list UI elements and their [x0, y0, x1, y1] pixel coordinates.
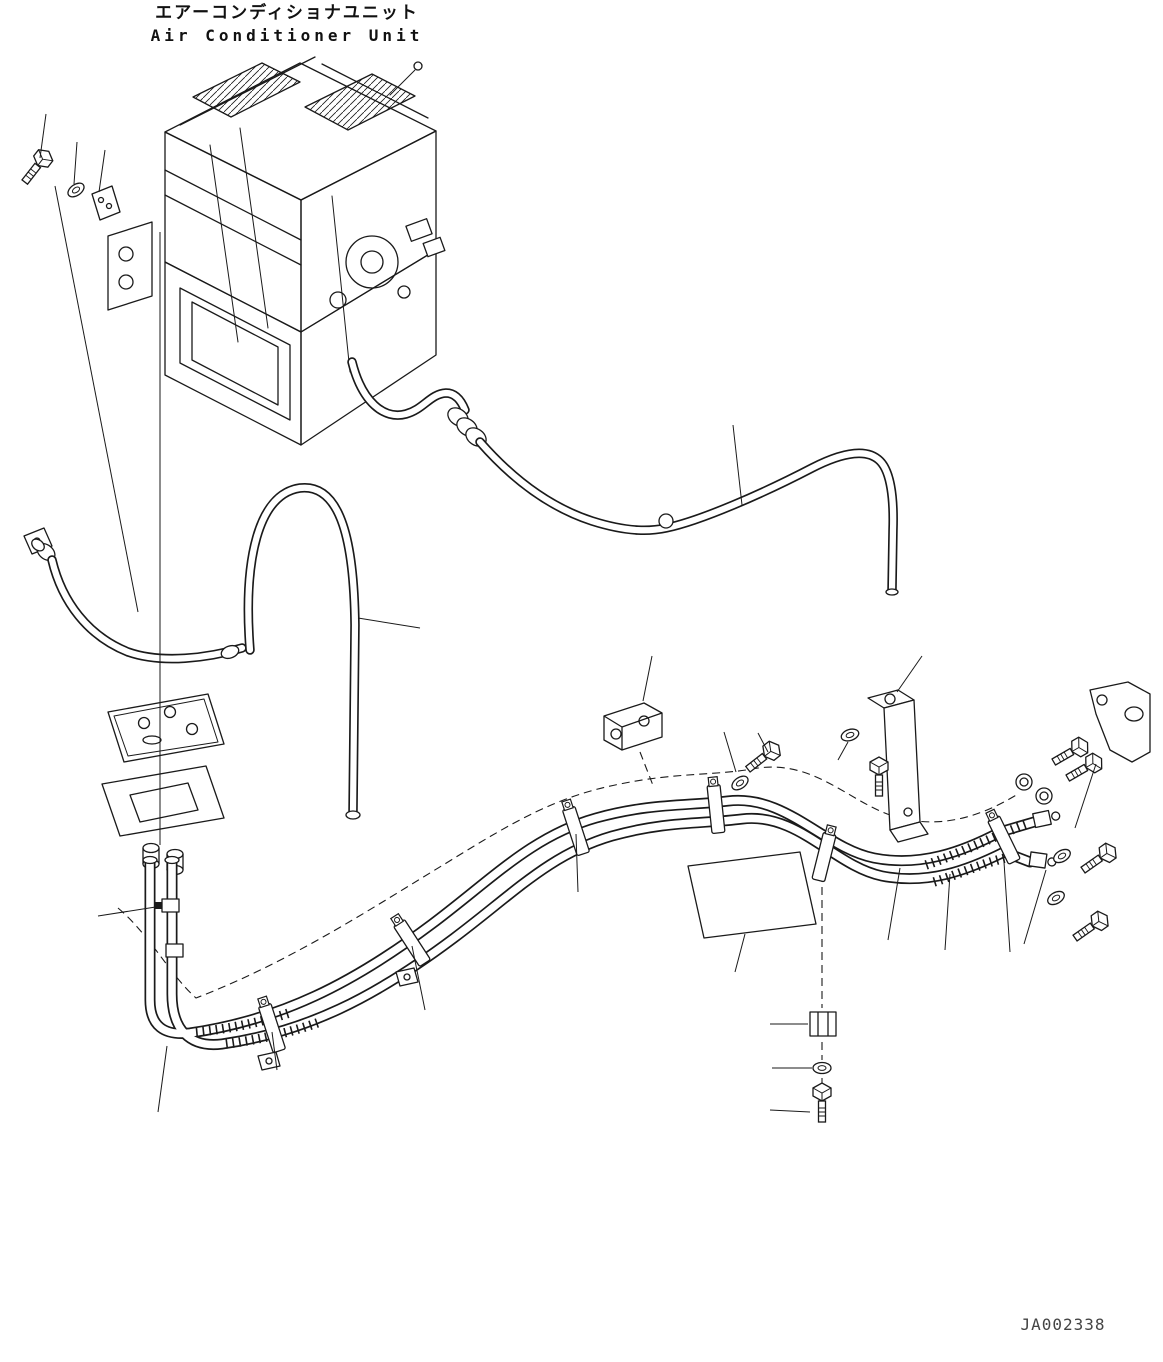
center-bracket [603, 702, 663, 751]
pipe-end-fitting-lower [1028, 851, 1057, 869]
hose-hanger-ring [658, 513, 674, 529]
mounting-plate-small [91, 185, 121, 221]
pipe-lower [166, 812, 1036, 1051]
tall-heater-hose [243, 483, 360, 817]
pipe-fitting [161, 898, 180, 913]
gasket [101, 765, 225, 837]
unit-outlet-hose [347, 357, 470, 420]
pipe-end-fitting-upper [1032, 809, 1061, 829]
pipe-assembly [142, 794, 1061, 1051]
pipe-clamp [388, 911, 432, 968]
vent-hatch-right [304, 73, 416, 131]
gasket-plates [101, 693, 225, 876]
far-right-bracket [1015, 681, 1151, 805]
cover-plate [687, 851, 817, 939]
grommet [1015, 773, 1033, 791]
drain-hose-flange [23, 527, 56, 562]
tall-right-bracket [867, 689, 929, 843]
pipe-clamp [255, 994, 287, 1054]
clamp-tab [257, 967, 419, 1071]
bolt [1077, 839, 1121, 879]
long-refrigerant-hose [475, 437, 898, 595]
bolt [812, 1082, 832, 1123]
blower-fan [345, 235, 399, 289]
hose-ring-clamp [220, 644, 240, 660]
pipe-block-clamp [809, 1011, 837, 1037]
unit-side-bracket [107, 221, 153, 311]
diagram-title-ja: エアーコンディショナユニット [155, 2, 419, 23]
pipe-fitting [165, 943, 184, 958]
vent-hatch-left [192, 62, 301, 118]
hoses [23, 357, 899, 820]
bolt [869, 756, 889, 797]
washer [728, 772, 752, 794]
washer [812, 1061, 832, 1075]
washer [1044, 888, 1068, 908]
leader-lines [39, 113, 1097, 1113]
ac-unit-drawing [107, 56, 446, 446]
heater-core-panel [179, 287, 291, 421]
drain-hose [47, 555, 247, 664]
bolt [1069, 907, 1113, 947]
grommet [1035, 787, 1053, 805]
mounting-plate [107, 693, 225, 763]
hose-coil-guard [447, 407, 487, 447]
brackets [603, 681, 1151, 939]
washer [839, 726, 861, 744]
pipe-clamps [255, 775, 1022, 1071]
fasteners [17, 145, 1121, 1123]
washer [64, 179, 88, 201]
drawing-number: JA002338 [1020, 1315, 1105, 1334]
diagram-title-en: Air Conditioner Unit [151, 26, 424, 45]
mounting-bolt [17, 145, 57, 189]
